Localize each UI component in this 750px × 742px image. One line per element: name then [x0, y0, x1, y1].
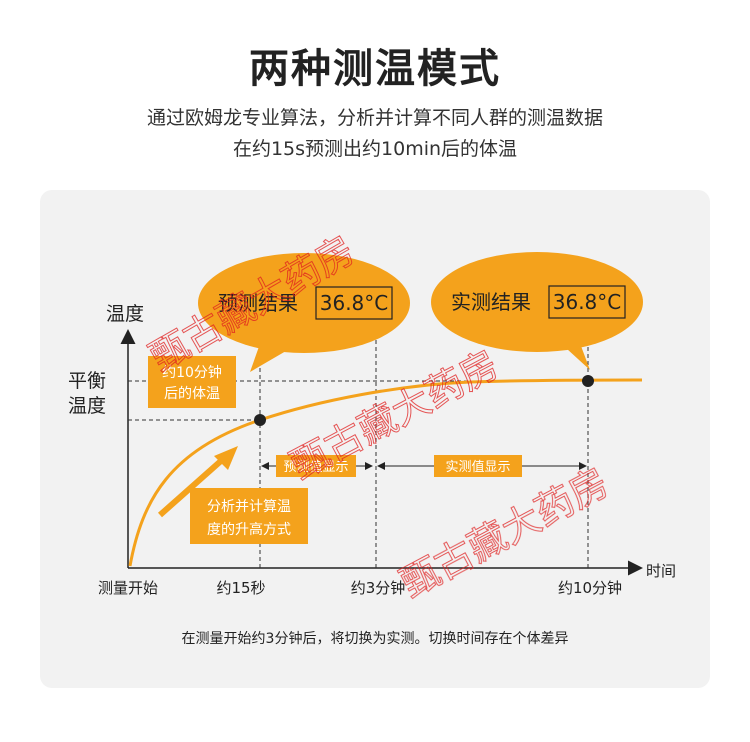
predict-bubble-value: 36.8°C	[320, 291, 389, 315]
box-algorithm-line2: 度的升高方式	[207, 521, 291, 538]
balance-temp-label-2: 温度	[68, 395, 106, 417]
box-algorithm-line1: 分析并计算温	[207, 499, 291, 515]
box-algorithm	[190, 488, 308, 544]
page-title: 两种测温模式	[249, 46, 501, 92]
box-actual-display	[434, 455, 522, 477]
box-actual-display-label: 实测值显示	[445, 459, 510, 475]
box-predict-display	[276, 455, 356, 477]
x-label-15s: 约15秒	[216, 579, 265, 597]
box-10min-line1: 约10分钟	[162, 364, 222, 381]
predict-bubble-label: 预测结果	[218, 291, 298, 315]
x-label-3min: 约3分钟	[351, 579, 406, 597]
box-predict-display-label: 预测值显示	[283, 459, 348, 475]
predict-bubble	[198, 253, 410, 372]
temperature-curve	[128, 378, 643, 567]
box-10min-line2: 后的体温	[164, 386, 220, 402]
balance-temp-label-1: 平衡	[68, 370, 106, 392]
diagram-caption: 在测量开始约3分钟后，将切换为实测。切换时间存在个体差异	[181, 631, 569, 647]
subtitle-line-2: 在约15s预测出约10min后的体温	[232, 138, 518, 160]
y-axis-label: 温度	[106, 303, 144, 325]
rising-arrow	[158, 446, 238, 518]
predict-point	[254, 414, 266, 426]
actual-bubble-value: 36.8°C	[553, 290, 622, 314]
x-label-start: 测量开始	[98, 579, 158, 597]
box-10min	[148, 356, 236, 408]
subtitle-line-1: 通过欧姆龙专业算法，分析并计算不同人群的测温数据	[146, 107, 603, 129]
actual-point	[582, 375, 594, 387]
actual-bubble	[431, 252, 643, 370]
actual-bubble-label: 实测结果	[451, 290, 531, 314]
x-label-10min: 约10分钟	[558, 579, 622, 597]
x-axis-label: 时间	[646, 562, 676, 580]
